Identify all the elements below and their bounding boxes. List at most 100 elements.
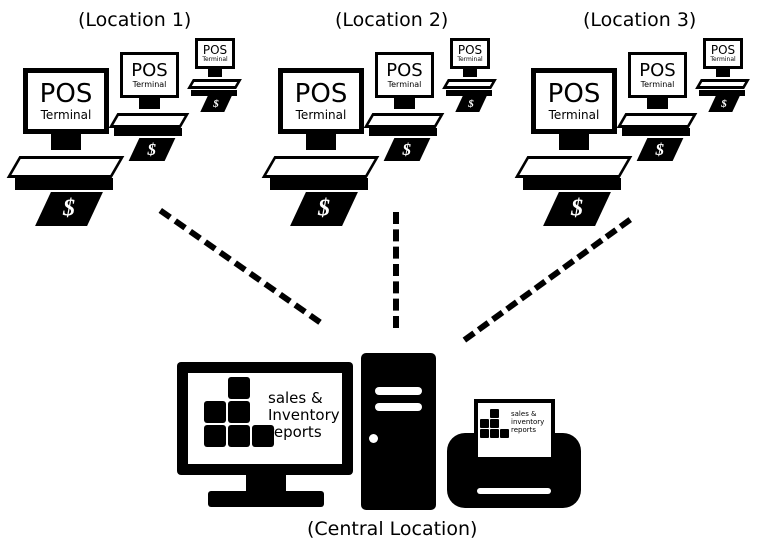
pos-terminal-stand <box>208 69 222 77</box>
pos-terminal-title: POS <box>710 43 736 57</box>
pos-terminal-stand <box>394 98 415 109</box>
printer-report-blocks-icon <box>480 409 509 438</box>
pos-terminal-subtitle: Terminal <box>40 108 92 122</box>
printer-slot <box>477 488 551 494</box>
pos-terminal-keyboard <box>363 113 445 128</box>
pos-terminal-subtitle: Terminal <box>710 56 736 63</box>
central-monitor-stand <box>246 475 286 493</box>
pos-cash-drawer <box>15 178 113 190</box>
drive-bay-1 <box>375 387 422 395</box>
pos-terminal-keyboard <box>261 156 380 178</box>
pos-terminal-title: POS <box>202 43 228 57</box>
pos-terminal-title: POS <box>131 59 168 81</box>
pos-terminal-stand <box>559 134 589 150</box>
pos-terminal-subtitle: Terminal <box>202 56 228 63</box>
printer-report-sheet: sales & inventory reports <box>474 399 555 461</box>
dollar-sign-icon: $ <box>655 139 665 159</box>
pos-cash-drawer <box>270 178 368 190</box>
pos-terminal-stand <box>647 98 668 109</box>
pos-terminal-subtitle: Terminal <box>548 108 600 122</box>
receipt-icon: $ <box>455 96 487 112</box>
pos-terminal-subtitle: Terminal <box>640 79 675 89</box>
pos-cash-drawer <box>191 90 237 96</box>
location-2-label: (Location 2) <box>335 9 449 31</box>
power-button-icon <box>369 434 378 443</box>
pos-terminal-keyboard <box>442 79 497 89</box>
connector-location-3 <box>462 217 632 343</box>
pos-terminal-keyboard <box>6 156 125 178</box>
receipt-icon: $ <box>383 138 431 161</box>
pos-terminal-keyboard <box>695 79 750 89</box>
central-monitor-screen: sales & Inventory reports <box>188 373 342 464</box>
central-monitor-base <box>208 491 324 507</box>
dollar-sign-icon: $ <box>571 195 583 222</box>
dollar-sign-icon: $ <box>468 98 474 110</box>
receipt-icon: $ <box>35 192 103 226</box>
pos-terminal-subtitle: Terminal <box>295 108 347 122</box>
pos-terminal-stand <box>463 69 477 77</box>
pos-terminal-keyboard <box>616 113 698 128</box>
pos-cash-drawer <box>114 128 182 136</box>
receipt-icon: $ <box>543 192 611 226</box>
dollar-sign-icon: $ <box>213 98 219 110</box>
connector-location-2 <box>393 212 399 328</box>
pos-terminal-subtitle: Terminal <box>387 79 422 89</box>
pos-cash-drawer <box>523 178 621 190</box>
receipt-icon: $ <box>636 138 684 161</box>
pos-terminal-title: POS <box>547 79 601 109</box>
location-3-label: (Location 3) <box>583 9 697 31</box>
location-1-label: (Location 1) <box>78 9 192 31</box>
central-monitor-text: sales & Inventory reports <box>268 389 340 441</box>
pos-terminal-stand <box>306 134 336 150</box>
pos-terminal-keyboard <box>514 156 633 178</box>
central-monitor: sales & Inventory reports <box>177 362 353 475</box>
pos-terminal-keyboard <box>187 79 242 89</box>
printer-report-text: sales & inventory reports <box>511 410 545 434</box>
dollar-sign-icon: $ <box>318 195 330 222</box>
dollar-sign-icon: $ <box>147 139 157 159</box>
pos-terminal-stand <box>716 69 730 77</box>
receipt-icon: $ <box>708 96 740 112</box>
central-computer-tower <box>361 353 436 510</box>
receipt-icon: $ <box>290 192 358 226</box>
pos-terminal-title: POS <box>294 79 348 109</box>
receipt-icon: $ <box>128 138 176 161</box>
pos-cash-drawer <box>446 90 492 96</box>
pos-terminal-subtitle: Terminal <box>132 79 167 89</box>
pos-terminal-keyboard <box>108 113 190 128</box>
pos-terminal-title: POS <box>39 79 93 109</box>
pos-terminal-title: POS <box>457 43 483 57</box>
drive-bay-2 <box>375 403 422 411</box>
pos-terminal-title: POS <box>386 59 423 81</box>
dollar-sign-icon: $ <box>63 195 75 222</box>
report-blocks-icon <box>204 377 274 447</box>
pos-cash-drawer <box>369 128 437 136</box>
central-location-label: (Central Location) <box>307 518 478 540</box>
receipt-icon: $ <box>200 96 232 112</box>
pos-cash-drawer <box>622 128 690 136</box>
pos-terminal-title: POS <box>639 59 676 81</box>
dollar-sign-icon: $ <box>402 139 412 159</box>
pos-terminal-stand <box>139 98 160 109</box>
pos-terminal-stand <box>51 134 81 150</box>
pos-cash-drawer <box>699 90 745 96</box>
dollar-sign-icon: $ <box>721 98 727 110</box>
